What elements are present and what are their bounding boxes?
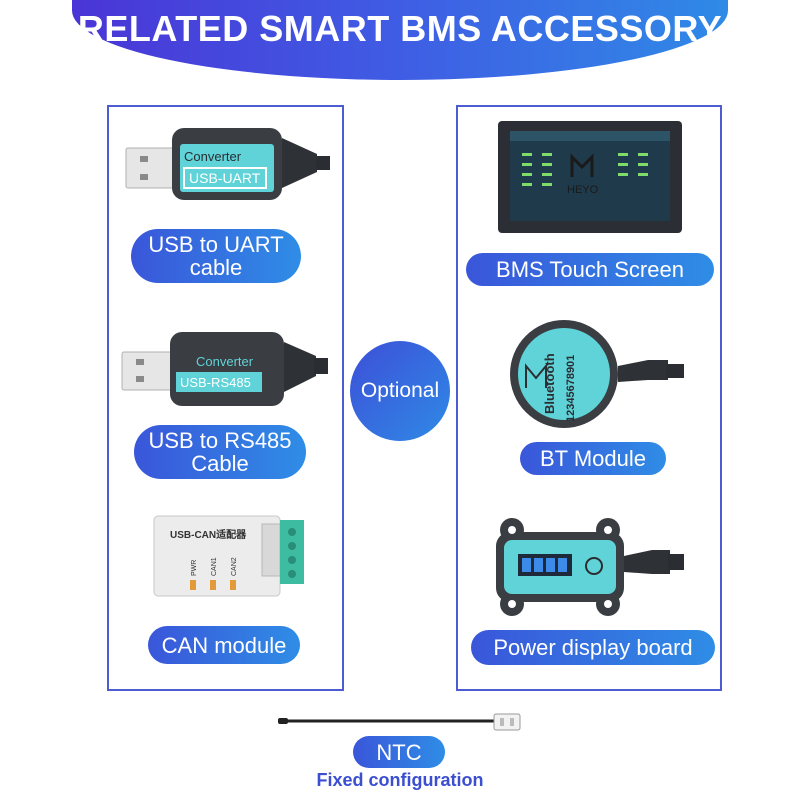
page-title: RELATED SMART BMS ACCESSORY bbox=[77, 8, 723, 49]
usb-uart-device-line1: Converter bbox=[184, 149, 242, 164]
can-module-image: USB-CAN适配器 PWR CAN1 CAN2 bbox=[153, 515, 304, 597]
can-device-text: USB-CAN适配器 bbox=[170, 528, 247, 541]
power-display-board-image bbox=[496, 518, 684, 616]
touch-screen-logo: HEYO bbox=[567, 184, 599, 196]
bt-module-label: BT Module bbox=[520, 442, 666, 475]
usb-rs485-label: USB to RS485 Cable bbox=[134, 425, 306, 479]
bms-touch-screen-label: BMS Touch Screen bbox=[466, 253, 714, 286]
bt-device-text: Bluetooth bbox=[542, 353, 557, 414]
usb-rs485-label-line1: USB to RS485 bbox=[148, 428, 292, 453]
usb-rs485-label-line2: Cable bbox=[191, 451, 249, 476]
can-port-can2: CAN2 bbox=[231, 557, 238, 576]
usb-uart-label: USB to UART cable bbox=[131, 229, 301, 283]
can-port-can1: CAN1 bbox=[211, 557, 218, 576]
usb-uart-label-line1: USB to UART bbox=[148, 232, 284, 257]
usb-uart-cable-image: Converter USB-UART bbox=[125, 128, 330, 200]
usb-rs485-device-line2: USB-RS485 bbox=[180, 375, 251, 390]
bt-serial: 12345678901 bbox=[565, 355, 577, 422]
power-display-board-label: Power display board bbox=[471, 630, 715, 665]
bt-module-image: Bluetooth 12345678901 bbox=[510, 320, 684, 428]
can-module-label: CAN module bbox=[148, 626, 300, 664]
usb-uart-label-line2: cable bbox=[189, 255, 243, 280]
ntc-sensor-image bbox=[278, 713, 521, 731]
usb-rs485-cable-image: Converter USB-RS485 bbox=[121, 332, 328, 406]
can-port-pwr: PWR bbox=[191, 560, 198, 576]
fixed-configuration-caption: Fixed configuration bbox=[316, 770, 484, 790]
usb-uart-device-line2: USB-UART bbox=[189, 170, 261, 186]
ntc-label: NTC bbox=[353, 736, 445, 768]
usb-rs485-device-line1: Converter bbox=[196, 354, 254, 369]
bms-touch-screen-image: HEYO bbox=[498, 121, 682, 233]
optional-badge: Optional bbox=[350, 341, 450, 441]
